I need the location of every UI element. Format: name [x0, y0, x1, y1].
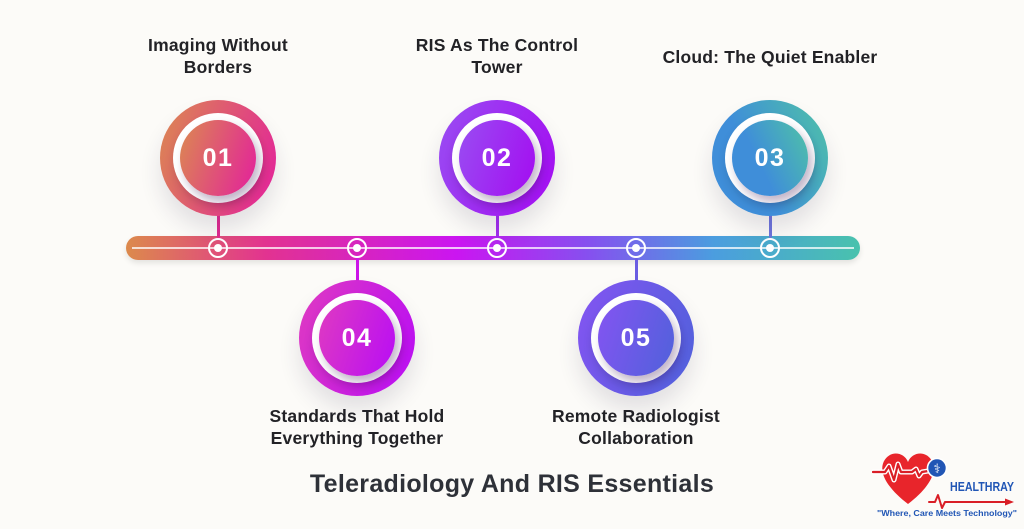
timeline-marker	[760, 238, 780, 258]
circle-inner: 05	[598, 300, 674, 376]
connector-line	[216, 212, 220, 238]
milestone-circle-05: 05	[578, 280, 694, 396]
circle-white-ring: 02	[452, 113, 542, 203]
milestone-number: 04	[341, 323, 373, 352]
heart-icon	[882, 453, 934, 504]
circle-inner: 03	[732, 120, 808, 196]
timeline-marker	[208, 238, 228, 258]
circle-inner: 02	[459, 120, 535, 196]
milestone-circle-01: 01	[160, 100, 276, 216]
milestone-circle-03: 03	[712, 100, 828, 216]
milestone-label-03: Cloud: The Quiet Enabler	[662, 47, 878, 67]
ekg-line-icon	[870, 461, 931, 483]
milestone-circle-02: 02	[439, 100, 555, 216]
milestone-label-04: Standards That Hold Everything Together	[269, 406, 445, 448]
ekg-arrow-icon	[928, 494, 1014, 509]
logo-tagline: "Where, Care Meets Technology"	[877, 509, 1017, 518]
milestone-circle-04: 04	[299, 280, 415, 396]
connector-line	[768, 212, 772, 238]
milestone-number: 05	[620, 323, 652, 352]
caduceus-icon: ⚕	[933, 462, 940, 477]
timeline-marker	[626, 238, 646, 258]
connector-line	[355, 258, 359, 282]
circle-inner: 04	[319, 300, 395, 376]
connector-line	[495, 212, 499, 238]
circle-white-ring: 05	[591, 293, 681, 383]
circle-white-ring: 03	[725, 113, 815, 203]
logo-brand-text: HEALTHRAY	[950, 480, 1015, 494]
milestone-label-05: Remote Radiologist Collaboration	[552, 406, 720, 448]
circle-inner: 01	[180, 120, 256, 196]
page-title: Teleradiology And RIS Essentials	[309, 470, 715, 498]
circle-white-ring: 01	[173, 113, 263, 203]
milestone-label-02: RIS As The Control Tower	[415, 35, 579, 77]
milestone-number: 03	[754, 143, 786, 172]
milestone-number: 02	[481, 143, 513, 172]
milestone-number: 01	[202, 143, 234, 172]
timeline-marker	[487, 238, 507, 258]
connector-line	[634, 258, 638, 282]
caduceus-badge	[926, 457, 948, 479]
circle-white-ring: 04	[312, 293, 402, 383]
timeline-marker	[347, 238, 367, 258]
healthray-logo: ⚕ HEALTHRAY "Where, Care Meets Technolog…	[870, 441, 1022, 527]
milestone-label-01: Imaging Without Borders	[148, 35, 288, 77]
